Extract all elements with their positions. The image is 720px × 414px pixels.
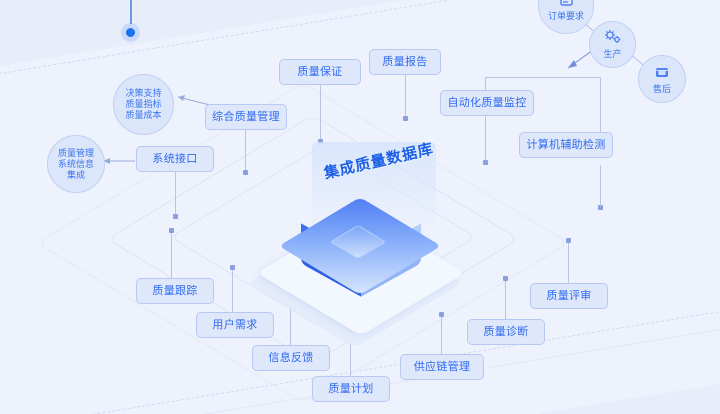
- box-label: 质量报告: [382, 55, 428, 68]
- box-automated-quality-monitor[interactable]: 自动化质量监控: [440, 90, 534, 116]
- circle-line: 决策支持: [125, 88, 162, 98]
- box-information-feedback[interactable]: 信息反馈: [252, 345, 330, 371]
- connector-dot: [566, 238, 571, 243]
- center-illustration: 集成质量数据库: [247, 141, 476, 348]
- connector-dot: [483, 160, 488, 165]
- connector-information-feedback: [290, 302, 291, 347]
- connector-quality-tracking: [171, 230, 172, 280]
- connector-user-requirements: [232, 267, 233, 314]
- connector-dot: [173, 214, 178, 219]
- box-label: 质量跟踪: [152, 284, 198, 297]
- pin-stem: [130, 0, 132, 24]
- circle-decision-support[interactable]: 决策支持 质量指标 质量成本: [113, 74, 174, 135]
- circle-line: 集成: [66, 169, 85, 180]
- box-quality-review[interactable]: 质量评审: [530, 283, 608, 309]
- box-label: 自动化质量监控: [447, 96, 527, 109]
- connector-dot: [169, 228, 174, 233]
- box-label: 计算机辅助检测: [526, 138, 606, 151]
- circle-line: 售后: [652, 83, 671, 94]
- box-quality-assurance[interactable]: 质量保证: [279, 59, 361, 85]
- box-system-interface[interactable]: 系统接口: [136, 146, 214, 172]
- box-label: 质量保证: [297, 65, 343, 78]
- arrow-to-qms-integration: [95, 155, 137, 167]
- box-label: 质量评审: [546, 289, 592, 302]
- box-label: 信息反馈: [268, 351, 314, 364]
- circle-qms-information-integration[interactable]: 质量管理 系统信息 集成: [47, 135, 105, 193]
- connector-computer-aided: [600, 77, 601, 139]
- connector-automated-monitor: [485, 77, 486, 163]
- map-pin-icon[interactable]: [121, 23, 140, 42]
- box-user-requirements[interactable]: 用户需求: [196, 312, 274, 338]
- box-label: 综合质量管理: [212, 110, 280, 123]
- connector-quality-assurance: [320, 85, 321, 141]
- service-box-icon: [653, 64, 671, 83]
- document-icon: [558, 0, 575, 10]
- circle-line: 生产: [603, 49, 622, 59]
- connector-dot: [403, 116, 408, 121]
- circle-line: 系统信息: [57, 158, 94, 169]
- connector-dot: [503, 276, 508, 281]
- circle-line: 质量管理: [57, 147, 94, 158]
- circle-after-sales[interactable]: 售后: [638, 55, 686, 103]
- circle-line: 订单要求: [547, 11, 584, 21]
- connector-dot: [439, 312, 444, 317]
- box-quality-report[interactable]: 质量报告: [369, 49, 441, 75]
- box-quality-tracking[interactable]: 质量跟踪: [136, 278, 214, 304]
- box-quality-plan[interactable]: 质量计划: [312, 376, 390, 402]
- connector-dot: [230, 265, 235, 270]
- box-label: 用户需求: [212, 318, 258, 331]
- connector-supply-chain: [441, 314, 442, 357]
- circle-line: 质量成本: [125, 110, 162, 120]
- circle-production[interactable]: 生产: [589, 21, 636, 68]
- connector-dot: [318, 139, 323, 144]
- connector-quality-report: [405, 75, 406, 118]
- connector-integrated-quality-mgmt: [245, 130, 246, 172]
- connector-computer-aided-lower: [600, 165, 601, 207]
- box-supply-chain-mgmt[interactable]: 供应链管理: [400, 354, 484, 380]
- circle-line: 质量指标: [125, 99, 162, 109]
- connector-system-interface: [175, 172, 176, 217]
- box-integrated-quality-mgmt[interactable]: 综合质量管理: [205, 104, 287, 130]
- connector-dot: [598, 205, 603, 210]
- connector-quality-plan: [350, 337, 351, 377]
- box-quality-diagnosis[interactable]: 质量诊断: [467, 319, 545, 345]
- box-label: 供应链管理: [413, 360, 471, 373]
- connector-quality-diagnosis: [505, 278, 506, 322]
- connector-quality-review: [568, 240, 569, 286]
- pin-dot: [126, 28, 135, 37]
- box-label: 质量计划: [328, 382, 374, 395]
- box-computer-aided-inspection[interactable]: 计算机辅助检测: [519, 132, 613, 158]
- box-label: 质量诊断: [483, 325, 529, 338]
- gears-icon: [603, 29, 623, 48]
- box-label: 系统接口: [152, 152, 198, 165]
- connector-dot: [243, 170, 248, 175]
- connector-bracket-top: [485, 77, 601, 78]
